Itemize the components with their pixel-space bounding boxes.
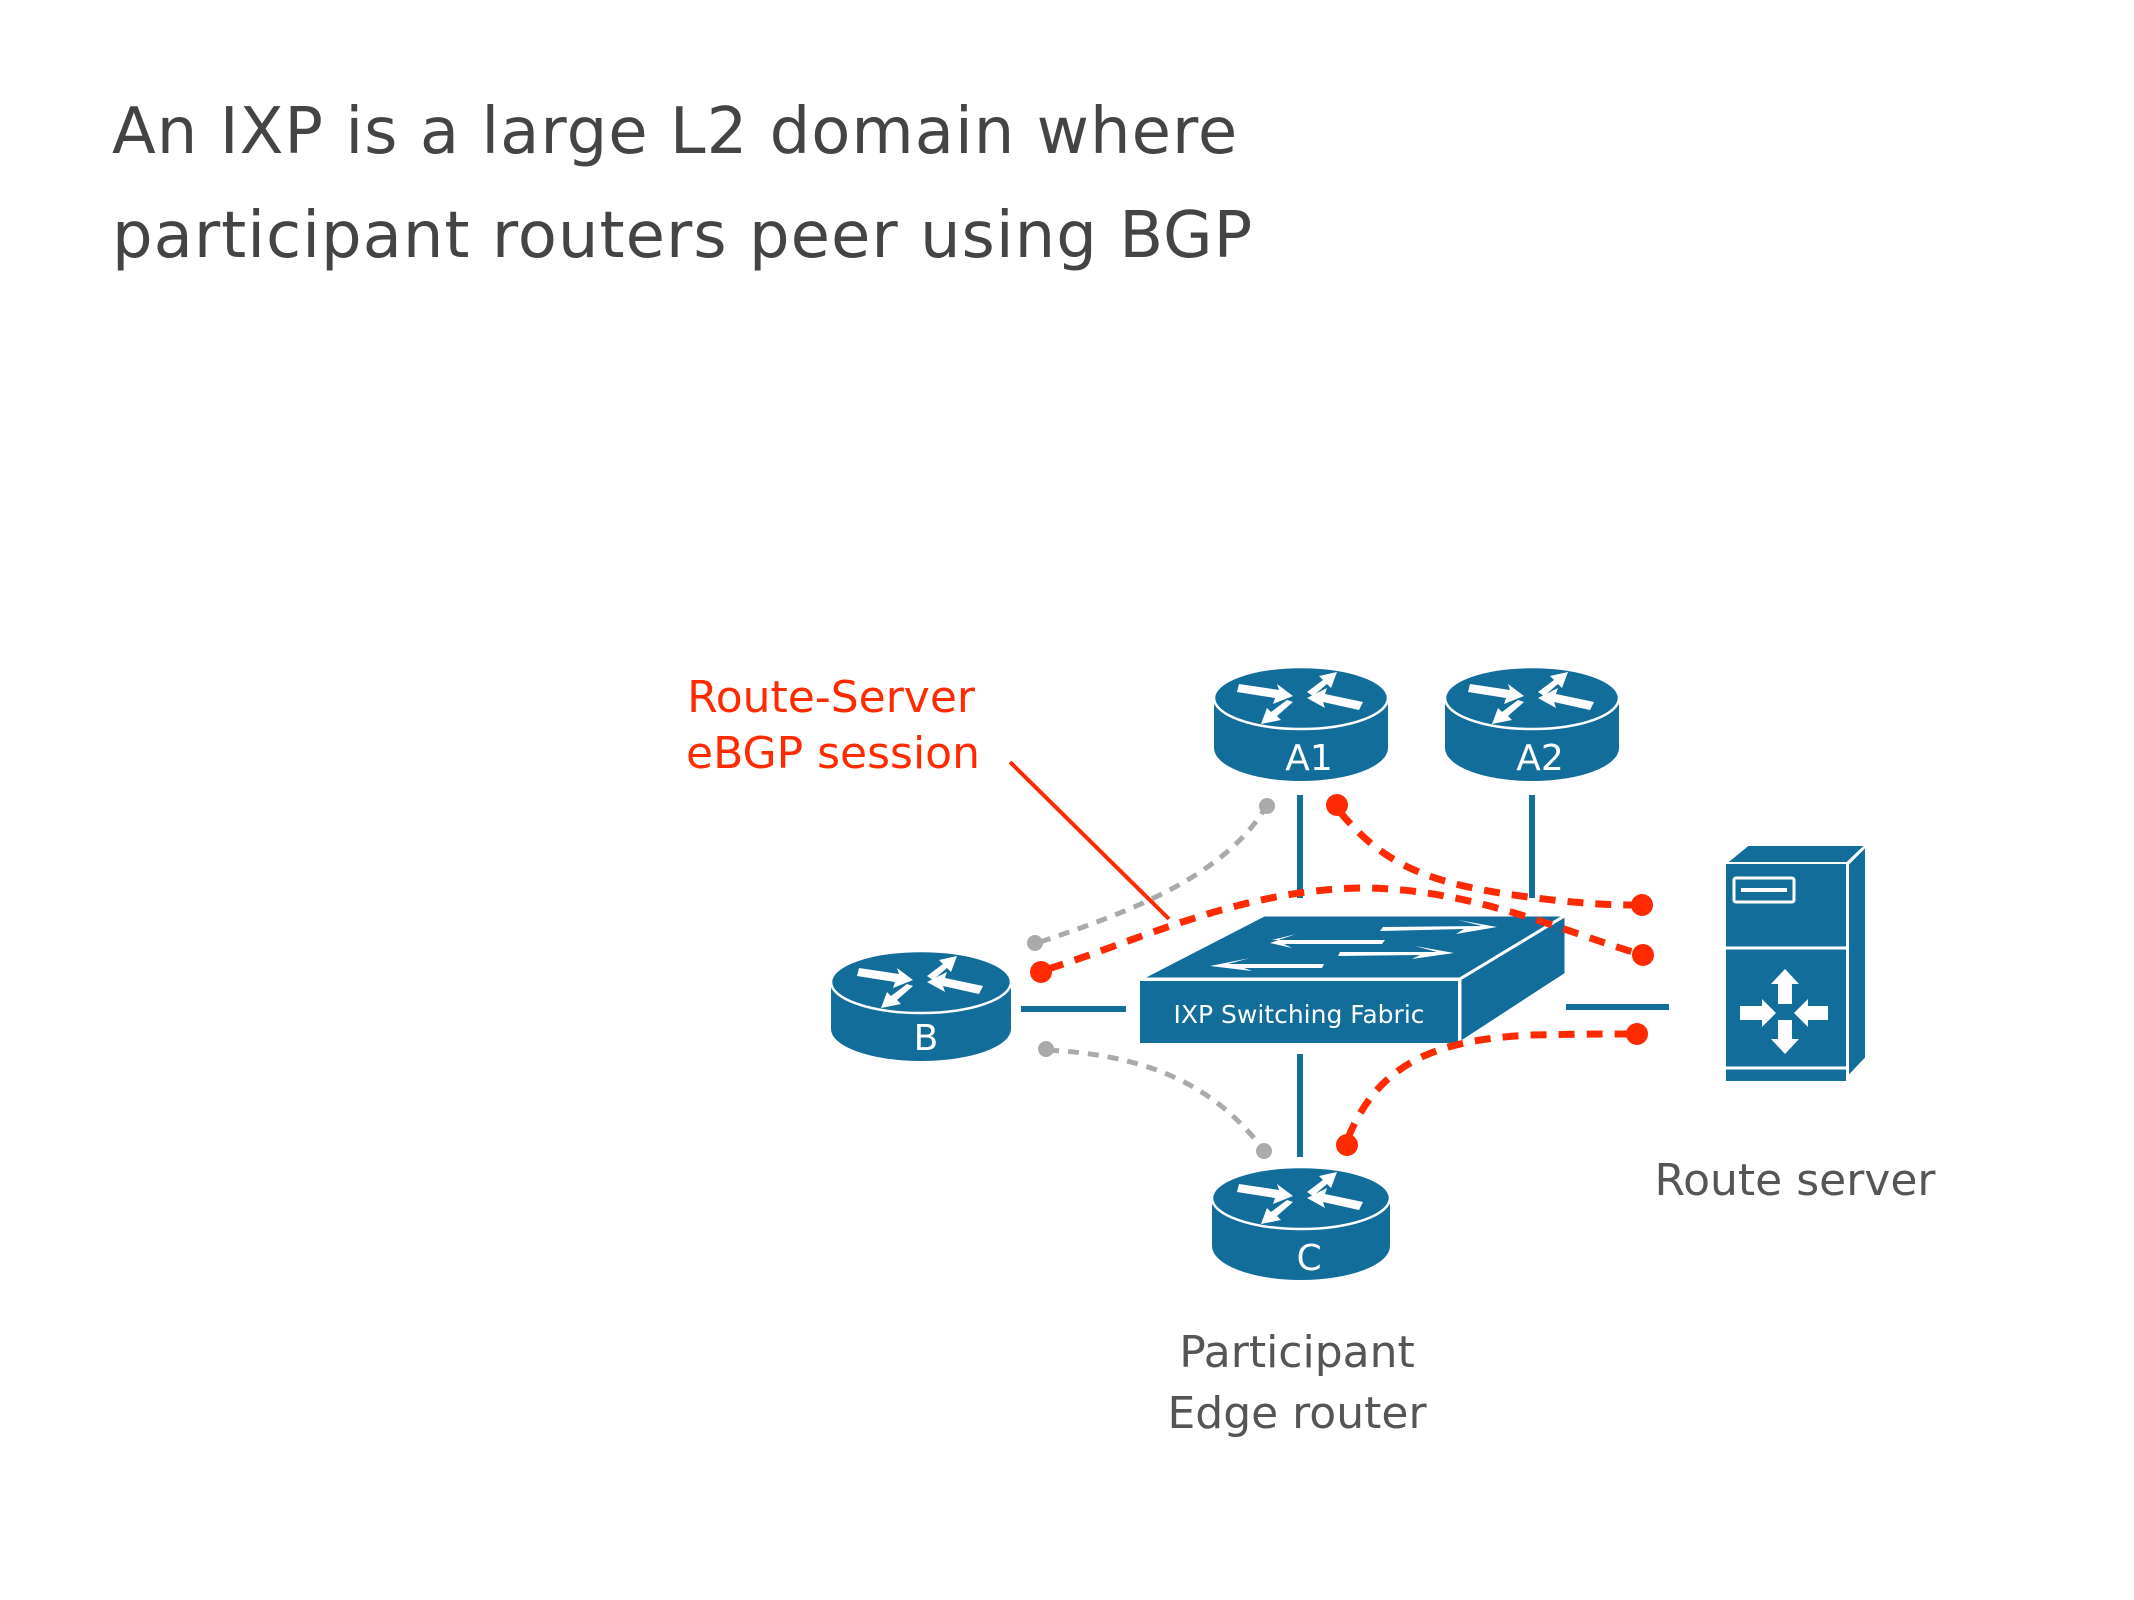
annotation-pointer — [1008, 760, 1171, 921]
edge-router-caption-line-2: Edge router — [1167, 1388, 1427, 1439]
router-top — [829, 949, 1013, 1015]
server-top-face — [1723, 844, 1869, 864]
rs-session-annotation: Route-Server eBGP session — [686, 672, 1171, 921]
router-label: A2 — [1516, 738, 1564, 779]
server-router-arrows-icon — [1740, 969, 1828, 1054]
router-a1[interactable]: A1 — [1212, 665, 1390, 781]
peer-endpoint-a1 — [1259, 798, 1275, 814]
rs-endpoint-server-3 — [1626, 1023, 1648, 1045]
ixp-switch[interactable]: IXP Switching Fabric — [1139, 912, 1572, 1046]
edge-router-caption-line-1: Participant — [1179, 1327, 1415, 1378]
peer-endpoint-b-top — [1027, 935, 1043, 951]
physical-links — [1021, 795, 1669, 1157]
router-top — [1212, 665, 1390, 731]
annotation-line-1: Route-Server — [687, 672, 976, 723]
route-server-caption: Route server — [1655, 1155, 1937, 1206]
rs-endpoint-server-1 — [1631, 894, 1653, 916]
rs-endpoint-b — [1030, 961, 1052, 983]
router-label: A1 — [1285, 738, 1333, 779]
router-b[interactable]: B — [829, 949, 1013, 1061]
server-side-face — [1847, 843, 1867, 1080]
route-server-session-endpoints — [1030, 794, 1654, 1156]
rs-endpoint-c — [1336, 1134, 1358, 1156]
rs-session-c — [1344, 1030, 1631, 1140]
slide-title-line-2: participant routers peer using BGP — [112, 199, 1254, 273]
peer-endpoint-c — [1256, 1143, 1272, 1159]
rs-endpoint-a1 — [1326, 794, 1348, 816]
rs-session-a1 — [1337, 809, 1636, 909]
rs-session-b — [1046, 884, 1638, 973]
peer-session-endpoints — [1027, 798, 1275, 1159]
router-a2[interactable]: A2 — [1443, 665, 1621, 781]
peer-session-b-c — [1047, 1047, 1264, 1150]
slide-title: An IXP is a large L2 domain where partic… — [112, 80, 1253, 288]
route-server-sessions — [1046, 809, 1638, 1140]
direct-peer-sessions — [1039, 808, 1267, 1150]
switch-right-face — [1458, 912, 1568, 1046]
switch-label: IXP Switching Fabric — [1173, 1000, 1424, 1029]
router-top — [1210, 1165, 1392, 1231]
peer-session-b-a1 — [1039, 808, 1267, 945]
switch-front-face — [1140, 981, 1458, 1043]
server-drive-slot-icon — [1732, 876, 1796, 904]
router-top — [1443, 665, 1621, 731]
peer-endpoint-b-bottom — [1038, 1041, 1054, 1057]
router-c[interactable]: C — [1210, 1165, 1392, 1280]
server-drive-slot-bar — [1741, 888, 1787, 892]
router-label: C — [1296, 1238, 1321, 1279]
switch-arrows-icon — [1210, 920, 1497, 971]
slide-title-line-1: An IXP is a large L2 domain where — [112, 95, 1239, 169]
rs-endpoint-server-2 — [1632, 944, 1654, 966]
router-label: B — [914, 1018, 939, 1059]
annotation-line-2: eBGP session — [686, 728, 980, 779]
route-server[interactable] — [1723, 843, 1869, 1081]
